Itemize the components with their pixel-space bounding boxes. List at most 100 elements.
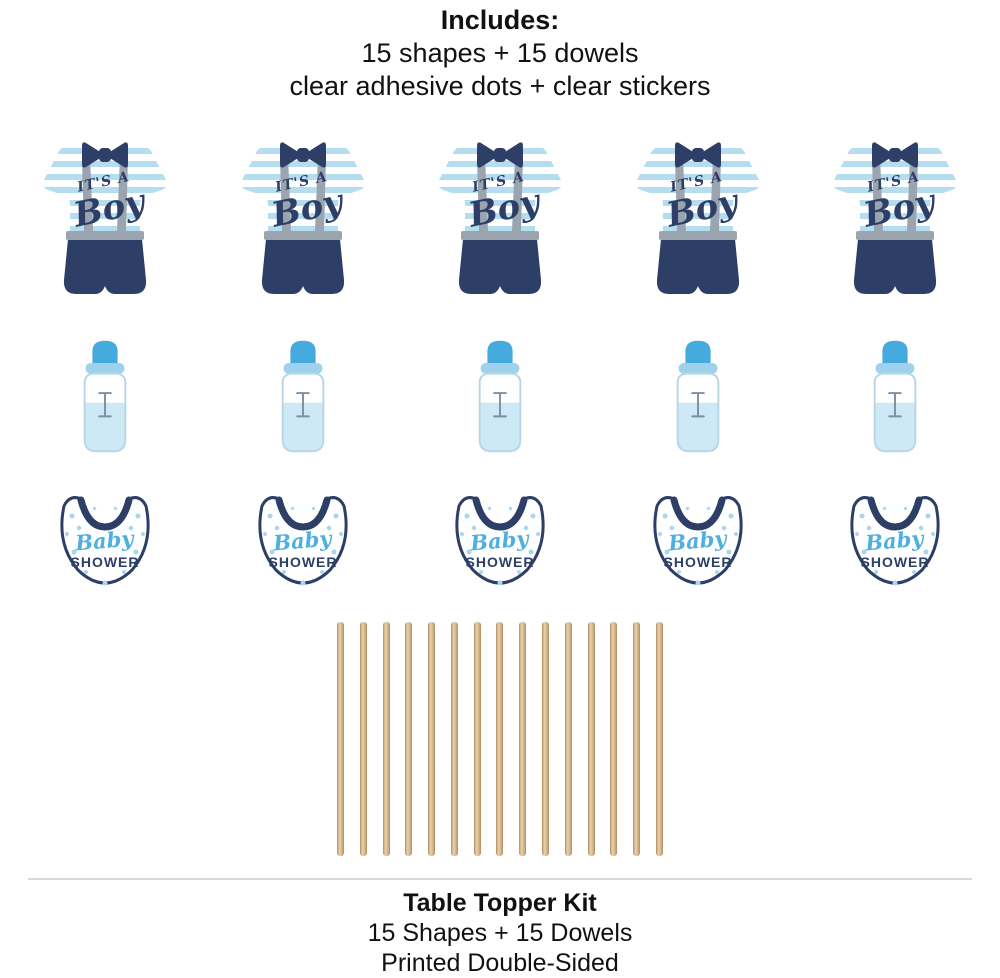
bottle-milk — [479, 402, 521, 452]
outfit-shirt — [833, 145, 957, 236]
bottle-cap — [92, 340, 118, 364]
bow-tie-right-wing — [697, 142, 721, 168]
outfit-suspender-right — [314, 155, 326, 231]
bow-tie-right-wing — [105, 142, 128, 168]
bib-pattern-dots — [65, 506, 145, 586]
bow-tie-knot — [889, 148, 901, 162]
bib-label-bottom: SHOWER — [268, 554, 337, 570]
bib-label-top: Baby — [73, 525, 136, 555]
bib-label-bottom: SHOWER — [861, 554, 930, 570]
bottle-ring — [678, 363, 717, 374]
wooden-dowel — [519, 622, 527, 856]
baby-bib-shape: Baby SHOWER — [455, 496, 545, 586]
bottle-cap — [487, 340, 513, 364]
bib-collar — [867, 496, 923, 531]
includes-line-2: clear adhesive dots + clear stickers — [289, 71, 711, 101]
bow-tie-knot — [494, 148, 506, 162]
bottle-ring — [875, 363, 915, 374]
bib-label-top: Baby — [468, 525, 531, 555]
outfit-suspender-right — [907, 155, 918, 231]
bib-label-bottom: SHOWER — [663, 554, 732, 570]
outfit-text: IT'S A Boy — [69, 169, 150, 236]
baby-bottle-shape — [83, 340, 127, 453]
wooden-dowel — [655, 622, 663, 856]
outfit-shirt — [635, 145, 760, 236]
bow-tie-right-wing — [895, 142, 918, 168]
bow-tie-knot — [691, 148, 704, 162]
kit-line-2: Printed Double-Sided — [381, 949, 619, 977]
outfit-shorts — [63, 239, 147, 294]
outfit-suspender-left — [674, 155, 686, 231]
outfit-suspender-left — [477, 155, 488, 231]
bottle-ring — [480, 363, 520, 374]
bottle-ring — [85, 363, 125, 374]
bottle-outline — [281, 372, 324, 453]
bow-tie-left-wing — [82, 142, 105, 168]
bottle-cap — [882, 340, 908, 364]
bottle-row — [73, 336, 927, 456]
outfit-waistband — [658, 231, 737, 240]
baby-bib-shape: Baby SHOWER — [257, 496, 348, 586]
outfit-shorts — [261, 239, 344, 294]
baby-bottle-shape — [281, 340, 324, 453]
kit-footer: Table Topper Kit 15 Shapes + 15 Dowels P… — [0, 888, 1000, 978]
wooden-dowel — [337, 622, 344, 856]
bow-tie-left-wing — [872, 142, 895, 168]
bottle-measure-mark — [888, 392, 902, 418]
baby-outfit-shape: IT'S A Boy — [43, 142, 167, 294]
wooden-dowel — [610, 622, 618, 856]
bottle-milk — [282, 402, 323, 452]
outfit-row: IT'S A Boy IT'S A Boy — [30, 128, 970, 304]
includes-header: Includes: 15 shapes + 15 dowels clear ad… — [0, 4, 1000, 103]
outfit-text: IT'S A Boy — [267, 169, 348, 236]
outfit-shirt — [43, 145, 167, 236]
bottle-measure-mark — [98, 392, 112, 418]
baby-bib-shape: Baby SHOWER — [850, 496, 940, 586]
bottle-outline — [83, 372, 127, 453]
bow-tie-right-wing — [302, 142, 326, 168]
baby-outfit-shape: IT'S A Boy — [635, 142, 760, 294]
bottle-milk — [84, 402, 126, 452]
baby-bottle-shape — [676, 340, 719, 453]
includes-title: Includes: — [440, 5, 560, 35]
bib-label-top: Baby — [666, 525, 729, 555]
outfit-waistband — [66, 231, 144, 240]
baby-bottle-shape — [478, 340, 522, 453]
outfit-suspender-left — [82, 155, 93, 231]
baby-bib-shape: Baby SHOWER — [652, 496, 743, 586]
wooden-dowel — [496, 622, 504, 856]
bib-collar — [275, 496, 330, 531]
baby-bottle-shape — [873, 340, 917, 453]
outfit-shirt — [438, 145, 562, 236]
dowel-bundle — [337, 622, 663, 856]
outfit-waistband — [263, 231, 342, 240]
outfit-suspender-right — [709, 155, 721, 231]
wooden-dowel — [473, 622, 481, 856]
wooden-dowel — [405, 622, 413, 856]
bottle-outline — [478, 372, 522, 453]
kit-title: Table Topper Kit — [403, 889, 597, 917]
kit-line-1: 15 Shapes + 15 Dowels — [367, 919, 633, 947]
bottle-outline — [676, 372, 719, 453]
bib-collar — [670, 496, 725, 531]
baby-outfit-shape: IT'S A Boy — [438, 142, 562, 294]
bottle-measure-mark — [690, 392, 705, 418]
outfit-suspender-right — [117, 155, 128, 231]
wooden-dowel — [382, 622, 390, 856]
bib-label-top: Baby — [271, 525, 334, 555]
bow-tie-left-wing — [674, 142, 698, 168]
bottle-ring — [283, 363, 322, 374]
outfit-waistband — [461, 231, 539, 240]
bib-collar — [472, 496, 528, 531]
divider-line — [28, 878, 972, 880]
bottle-milk — [677, 402, 718, 452]
bib-label-top: Baby — [863, 525, 926, 555]
bib-label-bottom: SHOWER — [466, 554, 535, 570]
bib-label-bottom: SHOWER — [71, 554, 140, 570]
outfit-shirt — [240, 145, 365, 236]
baby-bib-shape: Baby SHOWER — [60, 496, 150, 586]
wooden-dowel — [542, 622, 550, 856]
bib-collar — [77, 496, 133, 531]
bottle-milk — [874, 402, 916, 452]
